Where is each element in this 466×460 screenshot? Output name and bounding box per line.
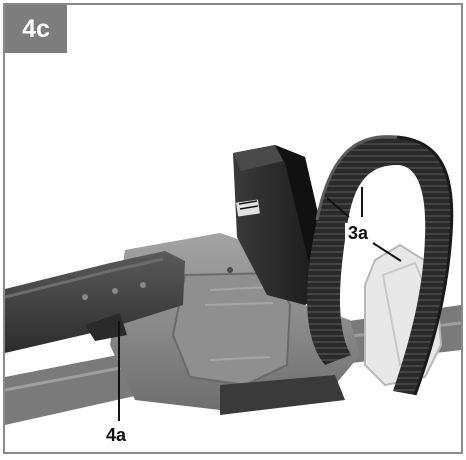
- callout-label-4a: 4a: [103, 425, 130, 445]
- manual-figure: 4c: [3, 3, 463, 454]
- callout-leader-3a-1: [326, 197, 350, 218]
- figure-number-badge: 4c: [5, 5, 67, 53]
- trigger: [85, 313, 127, 341]
- rear-grip: [5, 251, 185, 353]
- callout-leader-3a-3: [372, 242, 402, 262]
- callout-label-3a: 3a: [345, 223, 372, 243]
- front-handle: [307, 136, 452, 395]
- hedge-trimmer-photo: [5, 135, 461, 425]
- housing-base: [220, 375, 345, 415]
